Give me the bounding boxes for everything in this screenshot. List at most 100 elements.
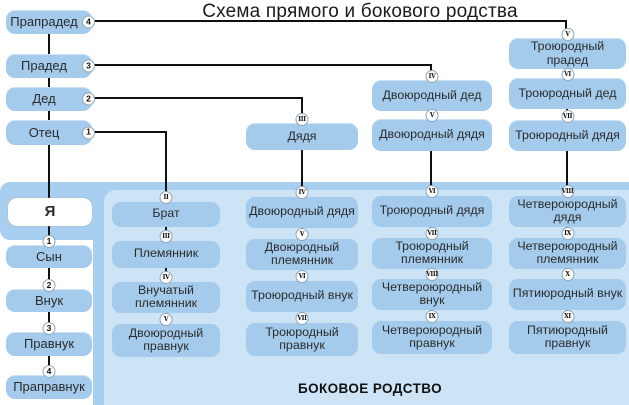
numeral-badge: IX	[561, 227, 574, 240]
node-ded: Дед 2	[6, 87, 95, 111]
connector-line	[92, 64, 431, 66]
node-label: Двоюродный дядя	[249, 204, 355, 219]
degree-badge: 4	[82, 15, 95, 29]
connector-line	[301, 97, 303, 127]
numeral-badge: V	[159, 313, 173, 326]
numeral-badge: II	[159, 191, 173, 204]
connector-line	[566, 42, 568, 322]
numeral-badge: IV	[425, 70, 439, 83]
numeral-badge: X	[561, 268, 574, 281]
node-label: Отец	[28, 124, 60, 140]
node-chetveroyurodny-vnuk: VIII Четвероюродный внук	[372, 268, 492, 310]
node-label: Четвероюродный дядя	[517, 196, 618, 224]
node-label: Четвероюродный правнук	[381, 322, 483, 350]
node-troyurodny-pravnuk: VII Троюродный правнук	[246, 312, 358, 356]
node-dvoyurodny-dyadya-2: V Двоюродный дядя	[372, 109, 492, 151]
node-label: Четвероюродный племянник	[517, 238, 618, 266]
degree-badge: 1	[42, 235, 56, 248]
node-label: Двоюродный дядя	[379, 127, 485, 142]
degree-badge: 2	[42, 279, 56, 292]
node-label: Праправнук	[13, 379, 85, 395]
node-dyadya: III Дядя	[246, 113, 358, 150]
node-label: Четвероюродный внук	[381, 279, 483, 307]
node-chetveroyurodny-dyadya: VIII Четвероюродный дядя	[509, 185, 626, 227]
node-label: Двоюродный дед	[382, 87, 482, 102]
node-plemyannik: III Племянник	[112, 230, 220, 268]
node-label: Троюродный прадед	[530, 39, 605, 67]
numeral-badge: IV	[159, 271, 173, 284]
connector-line	[92, 131, 166, 133]
node-label: Троюродный внук	[251, 288, 353, 303]
node-prapraded: Прапрадед 4	[6, 10, 95, 34]
numeral-badge: VIII	[425, 268, 439, 281]
numeral-badge: V	[295, 228, 309, 241]
numeral-badge: IX	[425, 310, 439, 323]
node-otets: Отец 1	[6, 120, 95, 145]
node-syn: 1 Сын	[6, 235, 92, 268]
node-label: Дед	[32, 91, 56, 107]
node-prapravnuk: 4 Праправнук	[6, 365, 92, 399]
diagram-title: Схема прямого и бокового родства	[202, 1, 518, 22]
numeral-badge: V	[425, 109, 439, 122]
node-label: Троюродный дядя	[515, 127, 620, 142]
node-label: Племянник	[133, 246, 199, 261]
node-dvoyurodny-plemyannik: V Двоюродный племянник	[246, 228, 358, 270]
node-label: Пятиюродный внук	[512, 286, 623, 301]
node-label: Я	[44, 203, 56, 221]
numeral-badge: IV	[295, 186, 309, 199]
lateral-kinship-label: БОКОВОЕ РОДСТВО	[298, 381, 442, 396]
node-pravnuk: 3 Правнук	[6, 322, 92, 356]
node-troyurodny-praded: V Троюродный прадед	[509, 28, 626, 69]
numeral-badge: VI	[561, 68, 574, 81]
numeral-badge: VIII	[561, 185, 574, 198]
node-troyurodny-plemyannik: VII Троюродный племянник	[372, 227, 492, 269]
node-label: Брат	[152, 206, 180, 221]
node-pyatiyurodny-pravnuk: XI Пятиюродный правнук	[509, 310, 626, 354]
node-label: Внучатый племянник	[134, 282, 198, 310]
node-label: Дядя	[287, 128, 317, 143]
connector-line	[92, 97, 302, 99]
node-chetveroyurodny-pravnuk: IX Четвероюродный правнук	[372, 310, 492, 354]
node-dvoyurodny-dyadya: IV Двоюродный дядя	[246, 186, 358, 228]
node-label: Сын	[36, 248, 62, 264]
numeral-badge: XI	[561, 310, 574, 323]
numeral-badge: VII	[425, 227, 439, 240]
numeral-badge: VI	[425, 185, 439, 198]
numeral-badge: VII	[561, 110, 574, 123]
degree-badge: 3	[82, 59, 95, 73]
numeral-badge: VI	[295, 270, 309, 283]
connector-line	[92, 20, 567, 22]
connector-line	[165, 131, 167, 200]
node-label: Троюродный племянник	[395, 238, 469, 266]
node-praded: Прадед 3	[6, 54, 95, 78]
node-label: Двоюродный племянник	[264, 239, 340, 267]
node-label: Правнук	[23, 336, 75, 352]
node-chetveroyurodny-plemyannik: IX Четвероюродный племянник	[509, 227, 626, 269]
numeral-badge: V	[561, 28, 574, 41]
node-label: Троюродный дед	[518, 85, 617, 100]
node-vnuk: 2 Внук	[6, 279, 92, 312]
numeral-badge: III	[295, 113, 309, 126]
node-self: Я	[8, 198, 92, 226]
node-brat: II Брат	[112, 191, 220, 227]
node-label: Прапрадед	[10, 14, 78, 30]
numeral-badge: VII	[295, 312, 309, 325]
node-troyurodny-dyadya-2: VII Троюродный дядя	[509, 110, 626, 151]
node-dvoyurodny-pravnuk: V Двоюродный правнук	[112, 313, 220, 357]
node-label: Троюродный дядя	[379, 203, 485, 218]
node-vnuchaty-plemyannik: IV Внучатый племянник	[112, 271, 220, 313]
degree-badge: 2	[82, 92, 95, 106]
degree-badge: 1	[82, 126, 95, 139]
node-label: Троюродный правнук	[265, 324, 339, 352]
node-troyurodny-dyadya: VI Троюродный дядя	[372, 185, 492, 227]
node-label: Прадед	[21, 58, 67, 74]
node-label: Двоюродный правнук	[128, 325, 204, 353]
node-troyurodny-ded: VI Троюродный дед	[509, 68, 626, 109]
node-label: Внук	[34, 292, 64, 308]
node-label: Пятиюродный правнук	[527, 322, 608, 350]
degree-badge: 3	[42, 322, 56, 335]
node-dvoyurodny-ded: IV Двоюродный дед	[372, 70, 492, 111]
node-pyatiyurodny-vnuk: X Пятиюродный внук	[509, 268, 626, 310]
numeral-badge: III	[159, 230, 173, 243]
